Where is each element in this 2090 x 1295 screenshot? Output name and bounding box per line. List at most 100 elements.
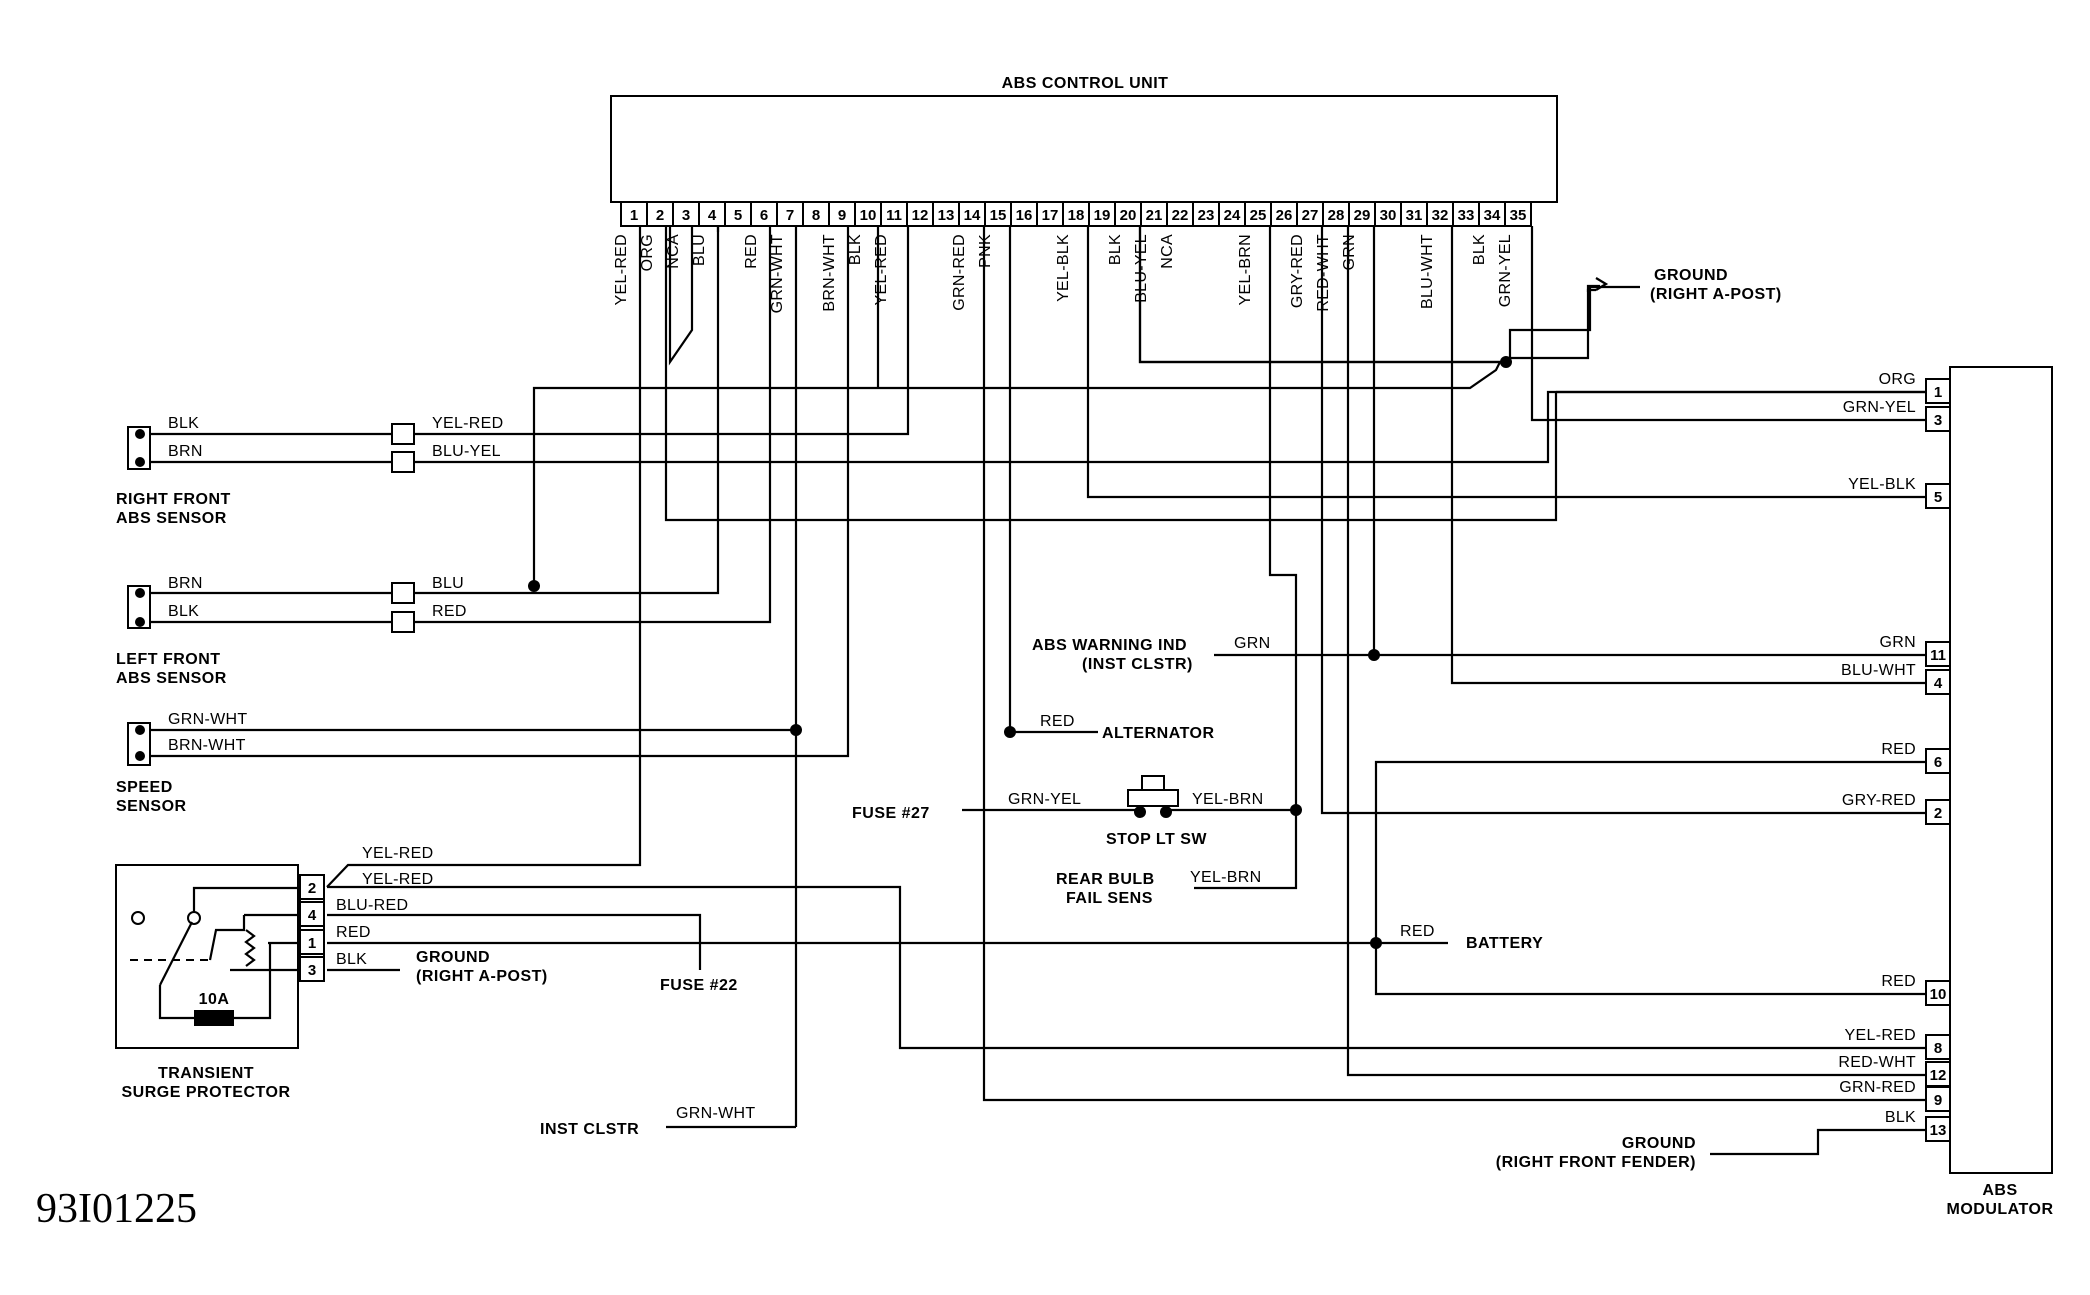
fuse22-label: FUSE #22 bbox=[660, 977, 738, 994]
surge-pin-label: 4 bbox=[308, 907, 317, 924]
wiring bbox=[140, 226, 1966, 1156]
rf-wire-2: BRN bbox=[168, 443, 203, 460]
inst-clstr-label: INST CLSTR bbox=[540, 1121, 639, 1138]
ecu-pin-label: 22 bbox=[1172, 207, 1189, 224]
destination-labels: GROUND (RIGHT A-POST) ABS WARNING IND (I… bbox=[416, 267, 1782, 1171]
ecu-wire-label: GRN-YEL bbox=[1497, 234, 1514, 307]
ecu-wire-label: YEL-RED bbox=[613, 234, 630, 305]
ecu-pin-label: 15 bbox=[990, 207, 1007, 224]
surge-wire-yel-red-2: YEL-RED bbox=[362, 871, 433, 888]
ecu-pin-label: 9 bbox=[838, 207, 846, 224]
ecu-pin-label: 1 bbox=[630, 207, 638, 224]
rear-bulb-label-1: REAR BULB bbox=[1056, 871, 1155, 888]
modulator-wire-label: GRY-RED bbox=[1842, 792, 1916, 809]
lf-sensor-label-1: LEFT FRONT bbox=[116, 651, 221, 668]
ground-a-post-surge-2: (RIGHT A-POST) bbox=[416, 968, 548, 985]
surge-wire-blk: BLK bbox=[336, 951, 367, 968]
ground-fender-label-2: (RIGHT FRONT FENDER) bbox=[1496, 1154, 1696, 1171]
ecu-pin-label: 28 bbox=[1328, 207, 1345, 224]
ecu-pin-label: 6 bbox=[760, 207, 768, 224]
ecu-pin-label: 27 bbox=[1302, 207, 1319, 224]
modulator-wire-label: YEL-RED bbox=[1845, 1027, 1916, 1044]
ecu-pin-label: 5 bbox=[734, 207, 742, 224]
modulator-pin-label: 8 bbox=[1934, 1040, 1942, 1057]
ecu-pin-label: 31 bbox=[1406, 207, 1423, 224]
inst-clstr-wire: GRN-WHT bbox=[676, 1105, 755, 1122]
ecu-pin-label: 23 bbox=[1198, 207, 1215, 224]
modulator-wire-label: RED bbox=[1881, 741, 1916, 758]
modulator-wire-label: ORG bbox=[1879, 371, 1916, 388]
ecu-wire-label: BLK bbox=[1107, 234, 1124, 265]
modulator-wire-label: YEL-BLK bbox=[1848, 476, 1916, 493]
surge-wire-blu-red: BLU-RED bbox=[336, 897, 408, 914]
ecu-wire-label: YEL-RED bbox=[873, 234, 890, 305]
ecu-pin-label: 11 bbox=[886, 207, 902, 224]
lf-harness-wire-2: RED bbox=[432, 603, 467, 620]
ecu-wire-label: BRN-WHT bbox=[821, 234, 838, 312]
lf-wire-2: BLK bbox=[168, 603, 199, 620]
ground-a-post-top-1: GROUND bbox=[1654, 267, 1728, 284]
rear-bulb-label-2: FAIL SENS bbox=[1066, 890, 1153, 907]
ecu-wire-label: ORG bbox=[639, 234, 656, 271]
ecu-pin-label: 14 bbox=[964, 207, 981, 224]
modulator-pin-label: 4 bbox=[1934, 675, 1943, 692]
modulator-pins: 1ORG3GRN-YEL5YEL-BLK11GRN4BLU-WHT6RED2GR… bbox=[1838, 371, 1951, 1142]
rf-harness-wire-1: YEL-RED bbox=[432, 415, 503, 432]
surge-pin-label: 1 bbox=[308, 935, 316, 952]
lf-sensor-label-2: ABS SENSOR bbox=[116, 670, 227, 687]
speed-sensor-label-2: SENSOR bbox=[116, 798, 187, 815]
ecu-pin-label: 17 bbox=[1042, 207, 1059, 224]
modulator-wire-label: BLU-WHT bbox=[1841, 662, 1916, 679]
ecu-wire-label: BLU-YEL bbox=[1133, 234, 1150, 303]
ecu-pin-label: 2 bbox=[656, 207, 664, 224]
ecu-pin-label: 13 bbox=[938, 207, 955, 224]
ecu-pin-label: 21 bbox=[1146, 207, 1163, 224]
ecu-wire-label: BLK bbox=[1471, 234, 1488, 265]
rf-harness-wire-2: BLU-YEL bbox=[432, 443, 501, 460]
speed-sensor-label-1: SPEED bbox=[116, 779, 173, 796]
modulator-wire-label: RED bbox=[1881, 973, 1916, 990]
ecu-wire-label: GRN-WHT bbox=[769, 234, 786, 313]
ecu-pin-label: 35 bbox=[1510, 207, 1527, 224]
abs-warning-wire: GRN bbox=[1234, 635, 1270, 652]
abs-warning-label-1: ABS WARNING IND bbox=[1032, 637, 1187, 654]
ecu-pin-label: 33 bbox=[1458, 207, 1475, 224]
ecu-pin-label: 34 bbox=[1484, 207, 1501, 224]
battery-label: BATTERY bbox=[1466, 935, 1543, 952]
modulator-pin-label: 5 bbox=[1934, 489, 1942, 506]
rf-wire-1: BLK bbox=[168, 415, 199, 432]
surge-pin-label: 3 bbox=[308, 962, 316, 979]
ecu-wire-label: YEL-BLK bbox=[1055, 234, 1072, 302]
modulator-pin-label: 13 bbox=[1930, 1122, 1947, 1139]
fuse27-wire: GRN-YEL bbox=[1008, 791, 1081, 808]
surge-fuse-label: 10A bbox=[199, 991, 230, 1008]
abs-warning-label-2: (INST CLSTR) bbox=[1082, 656, 1193, 673]
surge-label-2: SURGE PROTECTOR bbox=[122, 1084, 291, 1101]
modulator-wire-label: GRN-RED bbox=[1839, 1079, 1916, 1096]
ecu-pin-label: 12 bbox=[912, 207, 929, 224]
abs-modulator: 1ORG3GRN-YEL5YEL-BLK11GRN4BLU-WHT6RED2GR… bbox=[1838, 366, 2053, 1218]
speed-wire-1: GRN-WHT bbox=[168, 711, 247, 728]
ecu-pin-label: 18 bbox=[1068, 207, 1085, 224]
rf-sensor-label-2: ABS SENSOR bbox=[116, 510, 227, 527]
alternator-wire: RED bbox=[1040, 713, 1075, 730]
ecu-pin-label: 32 bbox=[1432, 207, 1449, 224]
surge-wire-red: RED bbox=[336, 924, 371, 941]
surge-label-1: TRANSIENT bbox=[158, 1065, 254, 1082]
modulator-pin-label: 9 bbox=[1934, 1092, 1942, 1109]
modulator-pin-label: 2 bbox=[1934, 805, 1942, 822]
ground-a-post-top-2: (RIGHT A-POST) bbox=[1650, 286, 1782, 303]
modulator-label-1: ABS bbox=[1982, 1182, 2017, 1199]
figure-id: 93I01225 bbox=[36, 1186, 197, 1232]
ecu-pin-label: 10 bbox=[860, 207, 877, 224]
modulator-pin-label: 12 bbox=[1930, 1067, 1947, 1084]
ecu-pin-label: 3 bbox=[682, 207, 690, 224]
ecu-pin-label: 29 bbox=[1354, 207, 1371, 224]
modulator-wire-label: GRN-YEL bbox=[1843, 399, 1916, 416]
control-unit-title: ABS CONTROL UNIT bbox=[1002, 75, 1169, 92]
modulator-wire-label: RED-WHT bbox=[1838, 1054, 1916, 1071]
